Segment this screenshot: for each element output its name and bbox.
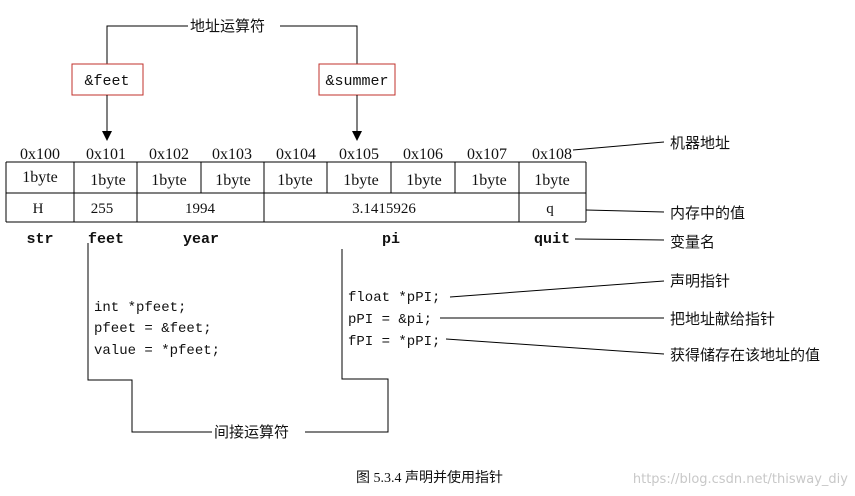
address-5: 0x105 bbox=[339, 146, 379, 163]
varname-feet: feet bbox=[88, 231, 124, 248]
code-left-line-1: pfeet = &feet; bbox=[94, 321, 212, 337]
code-left-line-0: int *pfeet; bbox=[94, 300, 186, 316]
code-right-line-0: float *pPI; bbox=[348, 290, 440, 306]
byte-cell-6: 1byte bbox=[406, 172, 442, 189]
byte-cell-4: 1byte bbox=[277, 172, 313, 189]
varname-str: str bbox=[26, 231, 53, 248]
figure-caption: 图 5.3.4 声明并使用指针 bbox=[356, 469, 503, 486]
byte-cell-8: 1byte bbox=[534, 172, 570, 189]
value-quit: q bbox=[546, 201, 554, 217]
address-6: 0x106 bbox=[403, 146, 443, 163]
address-3: 0x103 bbox=[212, 146, 252, 163]
summer-arrow-head bbox=[352, 131, 362, 141]
memory-table bbox=[5, 161, 587, 223]
address-8: 0x108 bbox=[532, 146, 572, 163]
feet-address-box bbox=[71, 63, 144, 96]
byte-cell-1: 1byte bbox=[90, 172, 126, 189]
address-operator-label: 地址运算符 bbox=[190, 17, 265, 35]
label-variable-name: 变量名 bbox=[670, 233, 715, 251]
varname-year: year bbox=[183, 231, 219, 248]
callout-variable-name bbox=[574, 238, 665, 241]
label-get-value: 获得储存在该地址的值 bbox=[670, 346, 820, 364]
label-machine-address: 机器地址 bbox=[670, 134, 730, 152]
indirect-bracket-left bbox=[87, 243, 212, 433]
callout-machine-address bbox=[572, 141, 665, 151]
code-right-line-2: fPI = *pPI; bbox=[348, 334, 440, 350]
callout-value-memory bbox=[585, 209, 665, 213]
callout-declare bbox=[449, 280, 665, 298]
summer-address-box bbox=[318, 63, 396, 96]
value-str: H bbox=[33, 201, 44, 217]
code-right-line-1: pPI = &pi; bbox=[348, 312, 432, 328]
address-0: 0x100 bbox=[20, 146, 60, 163]
label-declare-pointer: 声明指针 bbox=[670, 272, 730, 290]
value-year: 1994 bbox=[185, 201, 216, 217]
label-value-in-memory: 内存中的值 bbox=[670, 204, 745, 222]
byte-cell-7: 1byte bbox=[471, 172, 507, 189]
address-4: 0x104 bbox=[276, 146, 316, 163]
feet-arrow-head bbox=[102, 131, 112, 141]
byte-cell-3: 1byte bbox=[215, 172, 251, 189]
label-assign-address: 把地址献给指针 bbox=[670, 310, 775, 328]
byte-cell-5: 1byte bbox=[343, 172, 379, 189]
address-1: 0x101 bbox=[86, 146, 126, 163]
varname-pi: pi bbox=[382, 231, 400, 248]
varname-quit: quit bbox=[534, 231, 570, 248]
address-7: 0x107 bbox=[467, 146, 507, 163]
indirect-bracket-right bbox=[305, 249, 389, 433]
value-pi: 3.1415926 bbox=[352, 201, 416, 217]
byte-cell-0: 1byte bbox=[22, 169, 58, 186]
address-2: 0x102 bbox=[149, 146, 189, 163]
callout-get bbox=[445, 338, 665, 355]
address-operator-bracket bbox=[106, 25, 188, 64]
code-left-line-2: value = *pfeet; bbox=[94, 343, 220, 359]
address-operator-bracket-right bbox=[280, 25, 358, 64]
feet-address-text: &feet bbox=[84, 73, 129, 90]
byte-cell-2: 1byte bbox=[151, 172, 187, 189]
summer-address-text: &summer bbox=[325, 73, 388, 90]
value-feet: 255 bbox=[91, 201, 114, 217]
indirect-operator-label: 间接运算符 bbox=[214, 423, 289, 441]
watermark: https://blog.csdn.net/thisway_diy bbox=[633, 472, 848, 487]
